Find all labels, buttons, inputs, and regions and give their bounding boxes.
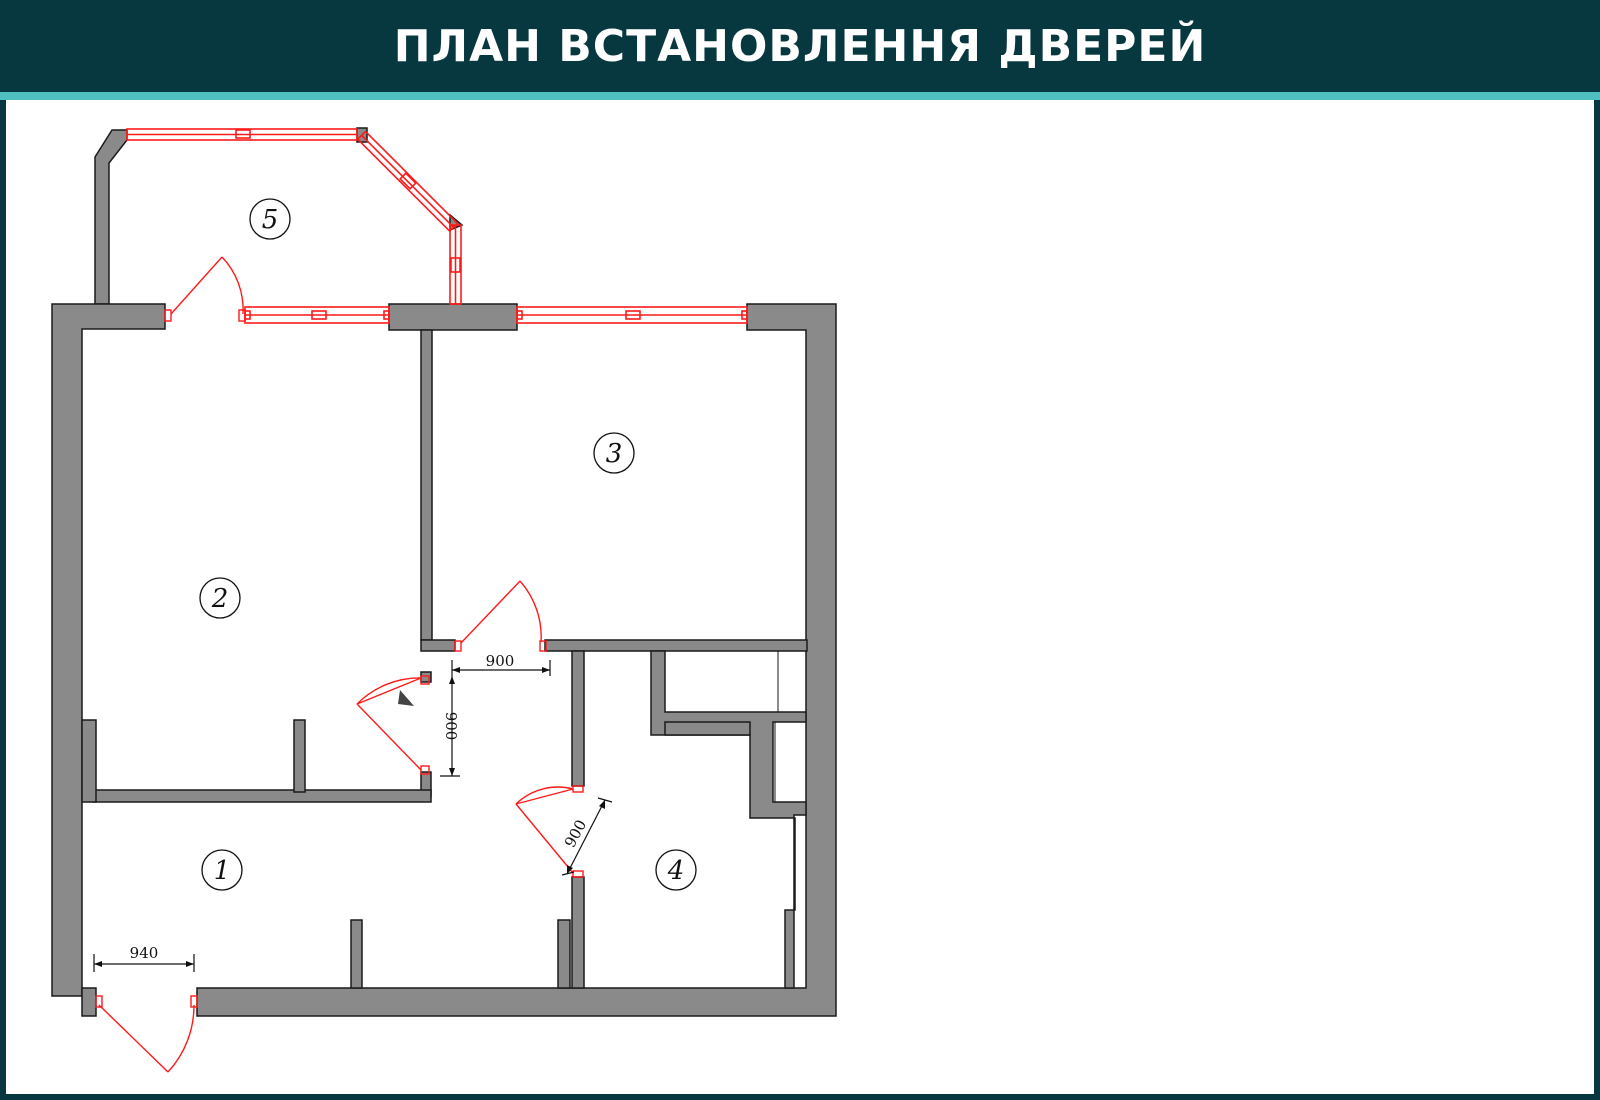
- room-label-3: 3: [593, 432, 635, 474]
- room-label-1: 1: [201, 849, 243, 891]
- direction-marker: [398, 690, 414, 706]
- dimension-room4-door: 900: [561, 817, 590, 851]
- svg-text:4: 4: [667, 856, 685, 886]
- bathroom-inner-wall: [664, 721, 751, 736]
- dimension-lines: [93, 660, 613, 972]
- wall-top-right: [196, 303, 837, 1017]
- room-label-2: 2: [199, 577, 241, 619]
- header-bar: ПЛАН ВСТАНОВЛЕННЯ ДВЕРЕЙ: [0, 0, 1600, 92]
- svg-text:2: 2: [211, 584, 229, 614]
- svg-text:3: 3: [606, 439, 623, 469]
- partition-3-bottom: [544, 639, 808, 652]
- header-accent-line: [0, 92, 1600, 100]
- bathroom-lines: [774, 651, 779, 802]
- room2-door: [356, 675, 430, 775]
- partition-1-2-stub-left: [81, 719, 97, 803]
- partition-1-2: [92, 789, 432, 803]
- wall-top-left: [51, 303, 166, 997]
- bathroom-block: [650, 650, 807, 989]
- room-label-4: 4: [655, 849, 697, 891]
- dimension-room3-door: 900: [486, 652, 515, 670]
- room3-door: [454, 580, 547, 652]
- room4-door: [515, 785, 584, 878]
- doors: [95, 256, 584, 1073]
- page-title: ПЛАН ВСТАНОВЛЕННЯ ДВЕРЕЙ: [393, 20, 1207, 72]
- svg-text:5: 5: [262, 205, 279, 235]
- dimension-room2-door: 900: [442, 712, 460, 741]
- walls: [51, 127, 837, 1017]
- room1-stub-a: [350, 919, 363, 989]
- partition-corridor-4-lower: [571, 876, 585, 989]
- balcony-left-wall: [94, 129, 128, 305]
- dimension-entrance-door: 940: [130, 944, 159, 962]
- svg-text:1: 1: [214, 856, 231, 886]
- windows: [126, 128, 748, 324]
- dimension-arrows: [94, 667, 605, 967]
- wall-top-center-pier: [388, 303, 518, 331]
- balcony-window-diagonal: [356, 130, 459, 233]
- entrance-door: [95, 995, 198, 1073]
- room1-stub-b: [557, 919, 571, 989]
- entrance-jamb-left: [81, 987, 97, 1017]
- partition-2-3: [420, 329, 433, 641]
- partition-1-2-stub-right: [293, 719, 306, 793]
- partition-corridor-4-upper: [571, 650, 585, 787]
- partition-2-3-stub: [420, 639, 456, 652]
- room-label-5: 5: [249, 198, 291, 240]
- balcony-door: [164, 256, 246, 322]
